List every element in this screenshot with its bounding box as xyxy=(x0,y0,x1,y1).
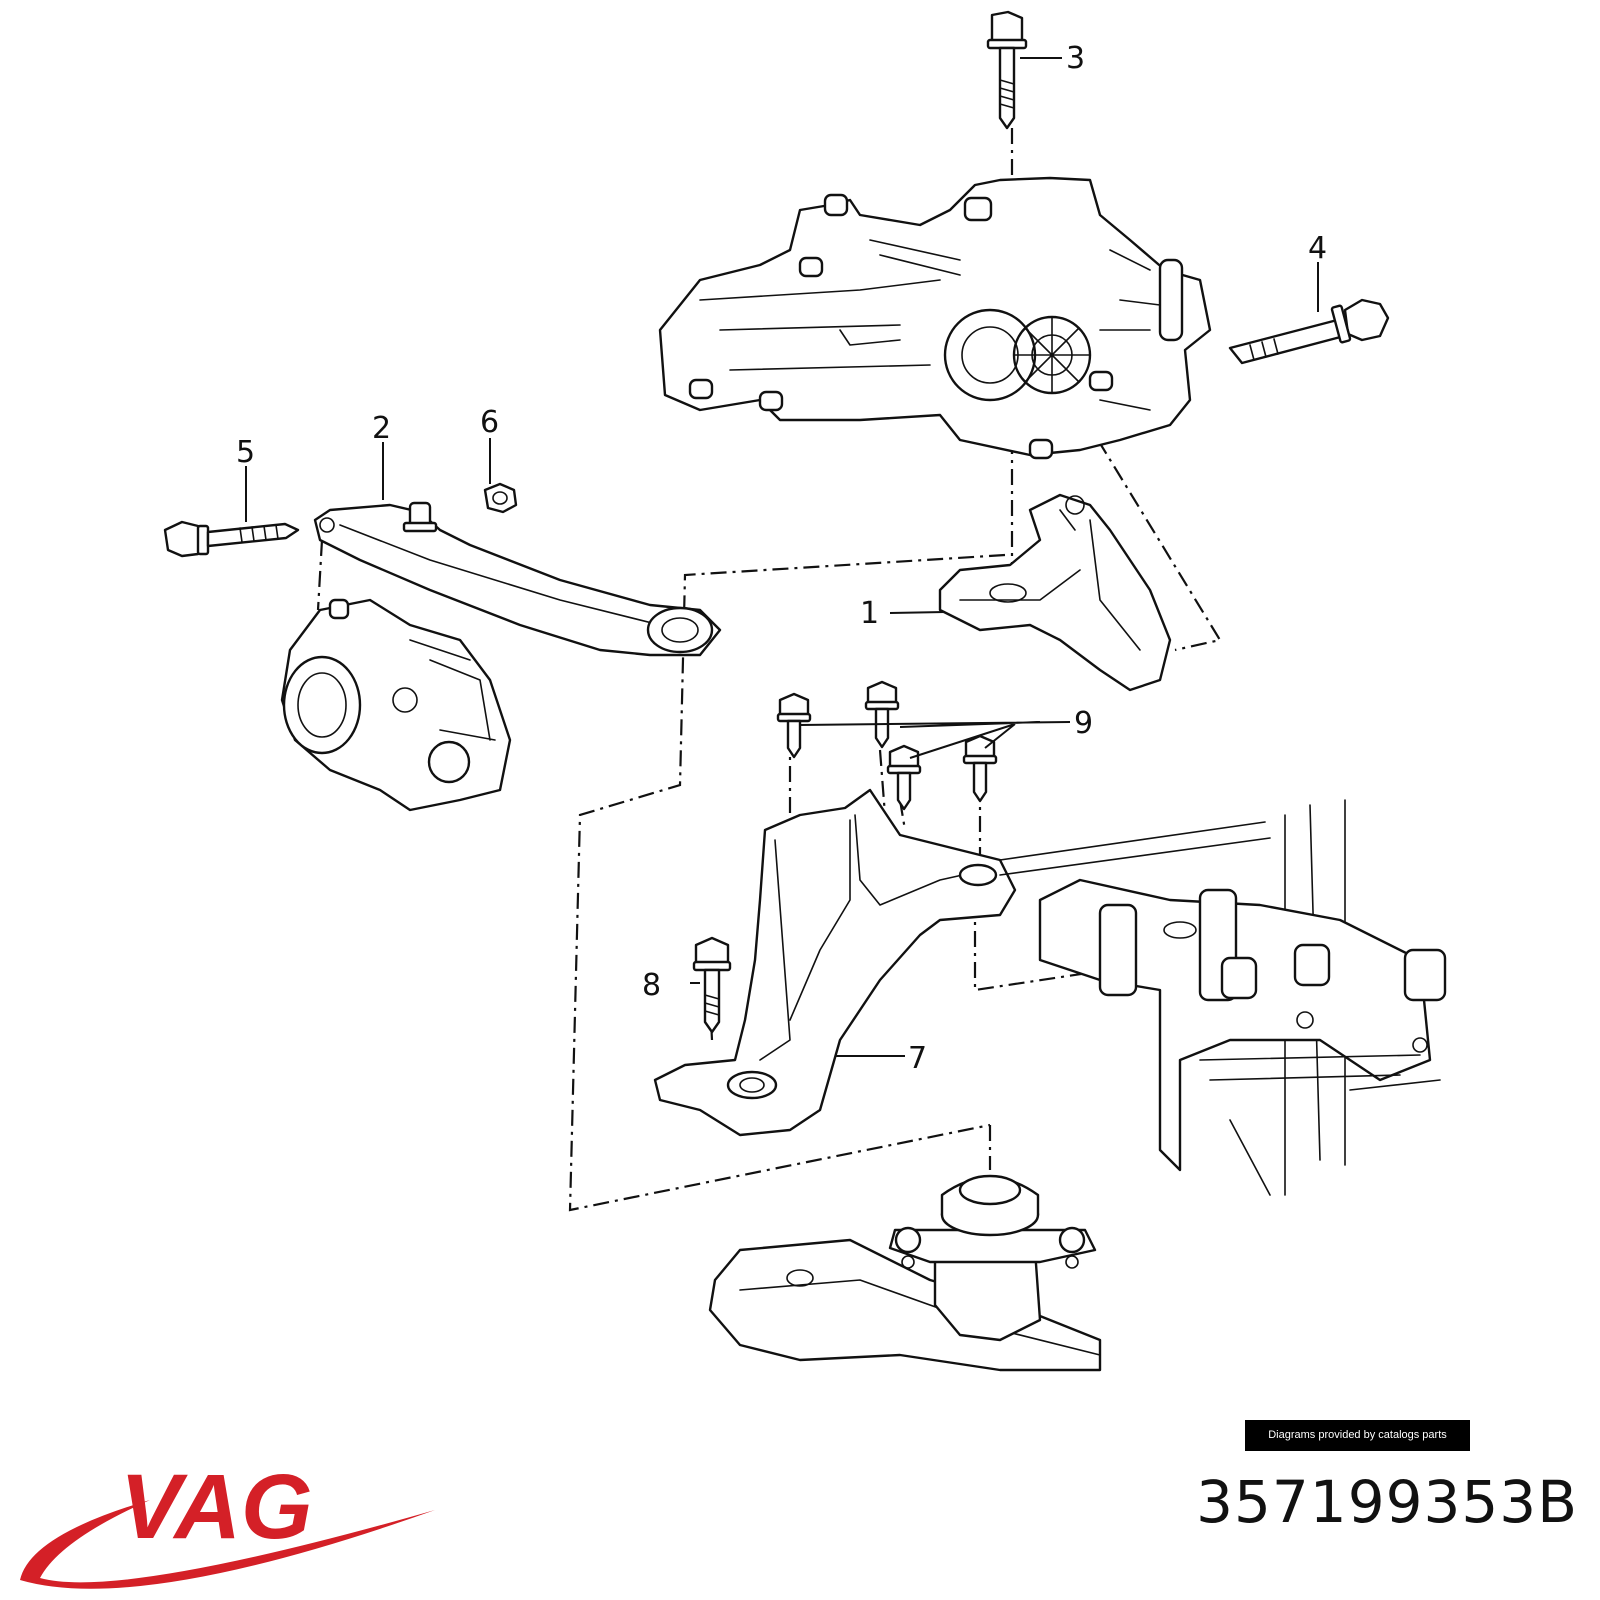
lower-bracket-7 xyxy=(653,788,1017,1137)
callout-9: 9 xyxy=(1074,706,1093,741)
logo-wordmark: VAG xyxy=(120,1456,313,1558)
bolt-3 xyxy=(986,10,1028,130)
callout-4: 4 xyxy=(1308,231,1327,266)
nut-6 xyxy=(483,482,518,514)
gearbox-housing xyxy=(658,176,1212,460)
gear-housing-left xyxy=(280,598,512,812)
callout-1: 1 xyxy=(860,596,879,631)
engine-block xyxy=(999,799,1447,1196)
callout-5: 5 xyxy=(236,435,255,470)
callout-7: 7 xyxy=(908,1041,927,1076)
callout-leaders xyxy=(245,57,1319,1057)
diagram-credit-badge: Diagrams provided by catalogs parts xyxy=(1245,1420,1470,1451)
bolt-4 xyxy=(1228,298,1390,365)
logo-swoosh xyxy=(20,1500,435,1589)
callout-labels: 1 2 3 4 5 6 7 8 9 xyxy=(236,41,1327,1076)
lower-mount-and-subframe xyxy=(708,1174,1102,1372)
bolts-9 xyxy=(776,680,998,811)
bolt-5 xyxy=(163,520,300,558)
carrier-arm-2 xyxy=(313,501,722,657)
vag-logo: VAG xyxy=(20,1456,435,1589)
bolt-8 xyxy=(692,936,732,1034)
callout-3: 3 xyxy=(1066,41,1085,76)
mount-bracket-1 xyxy=(938,493,1172,692)
callout-6: 6 xyxy=(480,405,499,440)
callout-2: 2 xyxy=(372,411,391,446)
part-number: 357199353B xyxy=(1196,1468,1578,1536)
callout-8: 8 xyxy=(642,968,661,1003)
